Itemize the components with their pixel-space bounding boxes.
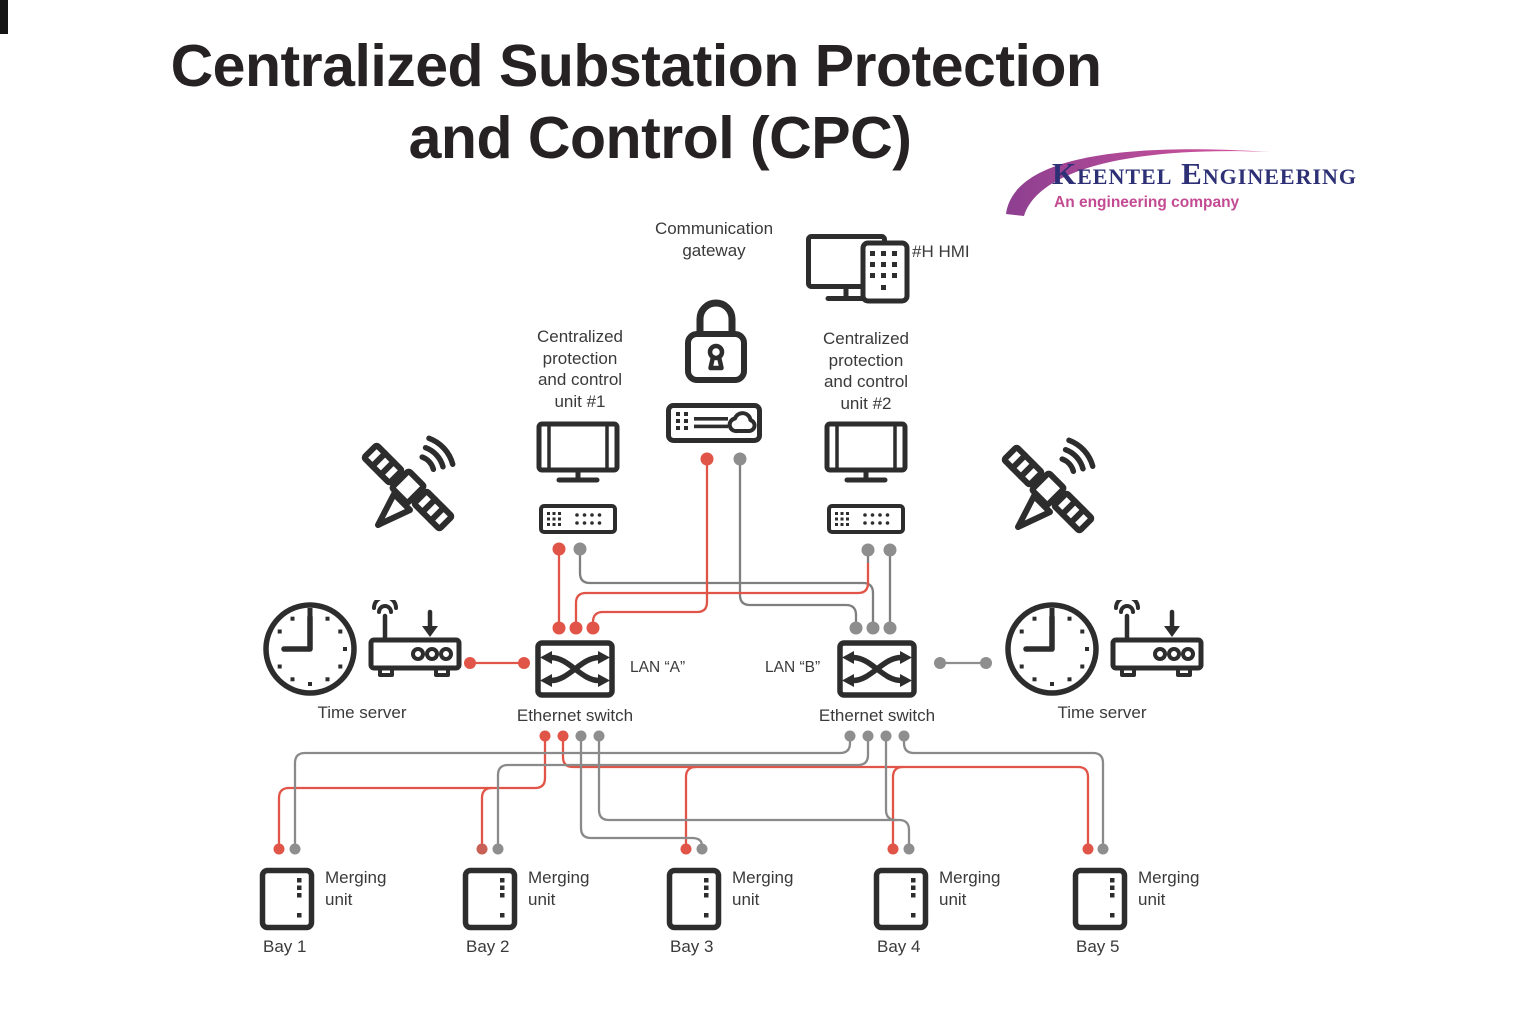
link-gateway-lana xyxy=(591,461,709,626)
link-lana-bay1-red xyxy=(277,737,547,846)
hmi-icon xyxy=(806,234,910,304)
link-lana-bay4-gray xyxy=(597,737,911,846)
bay-1: Merging unit Bay 1 xyxy=(259,867,469,977)
merging-unit-label: Merging unit xyxy=(1138,868,1200,909)
merging-unit-icon xyxy=(1072,867,1128,931)
time-server-left-label: Time server xyxy=(317,703,407,722)
bay-label: Bay 3 xyxy=(670,937,714,956)
ethernet-switch-icon xyxy=(535,640,615,698)
logo-swoosh xyxy=(1006,149,1270,216)
bay-label: Bay 4 xyxy=(877,937,921,956)
bay-label: Bay 5 xyxy=(1076,937,1120,956)
endpoint-dots xyxy=(273,452,1109,855)
link-unit2-lana xyxy=(574,563,870,626)
link-unit1-lanb xyxy=(578,551,875,626)
bay-4: Merging unit Bay 4 xyxy=(873,867,1083,977)
clock-icon xyxy=(1005,602,1099,696)
link-lana-bay4-red xyxy=(891,765,904,846)
satellite-icon xyxy=(1001,437,1096,534)
ethernet-switch-b-label: Ethernet switch xyxy=(818,706,936,725)
lock-icon xyxy=(685,299,747,383)
ethernet-switch-a-label: Ethernet switch xyxy=(516,706,634,725)
hmi-label: #H HMI xyxy=(912,242,970,261)
router-icon xyxy=(1110,600,1204,677)
edge-artifact xyxy=(0,0,8,34)
merging-unit-label: Merging unit xyxy=(732,868,794,909)
lan-b-label: LAN “B” xyxy=(765,659,821,676)
logo-tagline: An engineering company xyxy=(1054,194,1240,211)
merging-unit-icon xyxy=(666,867,722,931)
keyboard-icon xyxy=(827,504,905,534)
time-server-right-label: Time server xyxy=(1057,703,1147,722)
link-lana-bay3-gray xyxy=(579,737,704,847)
merging-unit-label: Merging unit xyxy=(528,868,590,909)
link-lana-bay5-red xyxy=(561,737,1090,846)
link-gateway-lanb xyxy=(738,461,858,626)
monitor-icon xyxy=(824,421,908,483)
router-icon xyxy=(368,600,462,677)
merging-unit-label: Merging unit xyxy=(939,868,1001,909)
merging-unit-icon xyxy=(462,867,518,931)
link-lanb-bay4-gray xyxy=(884,737,897,822)
merging-unit-label: Merging unit xyxy=(325,868,387,909)
satellite-icon xyxy=(361,435,456,532)
bay-2: Merging unit Bay 2 xyxy=(462,867,672,977)
link-lanb-bay5-gray xyxy=(902,737,1105,846)
clock-icon xyxy=(263,602,357,696)
merging-unit-icon xyxy=(873,867,929,931)
link-lanb-bay2-gray xyxy=(496,737,870,846)
ethernet-switch-icon xyxy=(837,640,917,698)
bay-3: Merging unit Bay 3 xyxy=(666,867,876,977)
bay-label: Bay 1 xyxy=(263,937,307,956)
merging-unit-icon xyxy=(259,867,315,931)
link-lana-bay3-red xyxy=(684,765,697,846)
link-lana-bay2-red xyxy=(480,786,493,846)
lan-a-label: LAN “A” xyxy=(630,659,686,676)
keyboard-icon xyxy=(539,504,617,534)
bay-5: Merging unit Bay 5 xyxy=(1072,867,1282,977)
communication-gateway-label: Communication gateway xyxy=(654,219,774,260)
cpc-unit-1-label: Centralized protection and control unit … xyxy=(537,327,623,411)
gateway-icon xyxy=(666,403,762,443)
cpc-unit-2-label: Centralized protection and control unit … xyxy=(823,329,909,413)
link-lanb-bay1-gray xyxy=(293,737,852,846)
logo-wordmark: Keentel Engineering xyxy=(1052,156,1358,191)
page-title-line1: Centralized Substation Protection xyxy=(170,33,1102,99)
bay-label: Bay 2 xyxy=(466,937,510,956)
page-title-line2: and Control (CPC) xyxy=(408,105,912,171)
monitor-icon xyxy=(536,421,620,483)
